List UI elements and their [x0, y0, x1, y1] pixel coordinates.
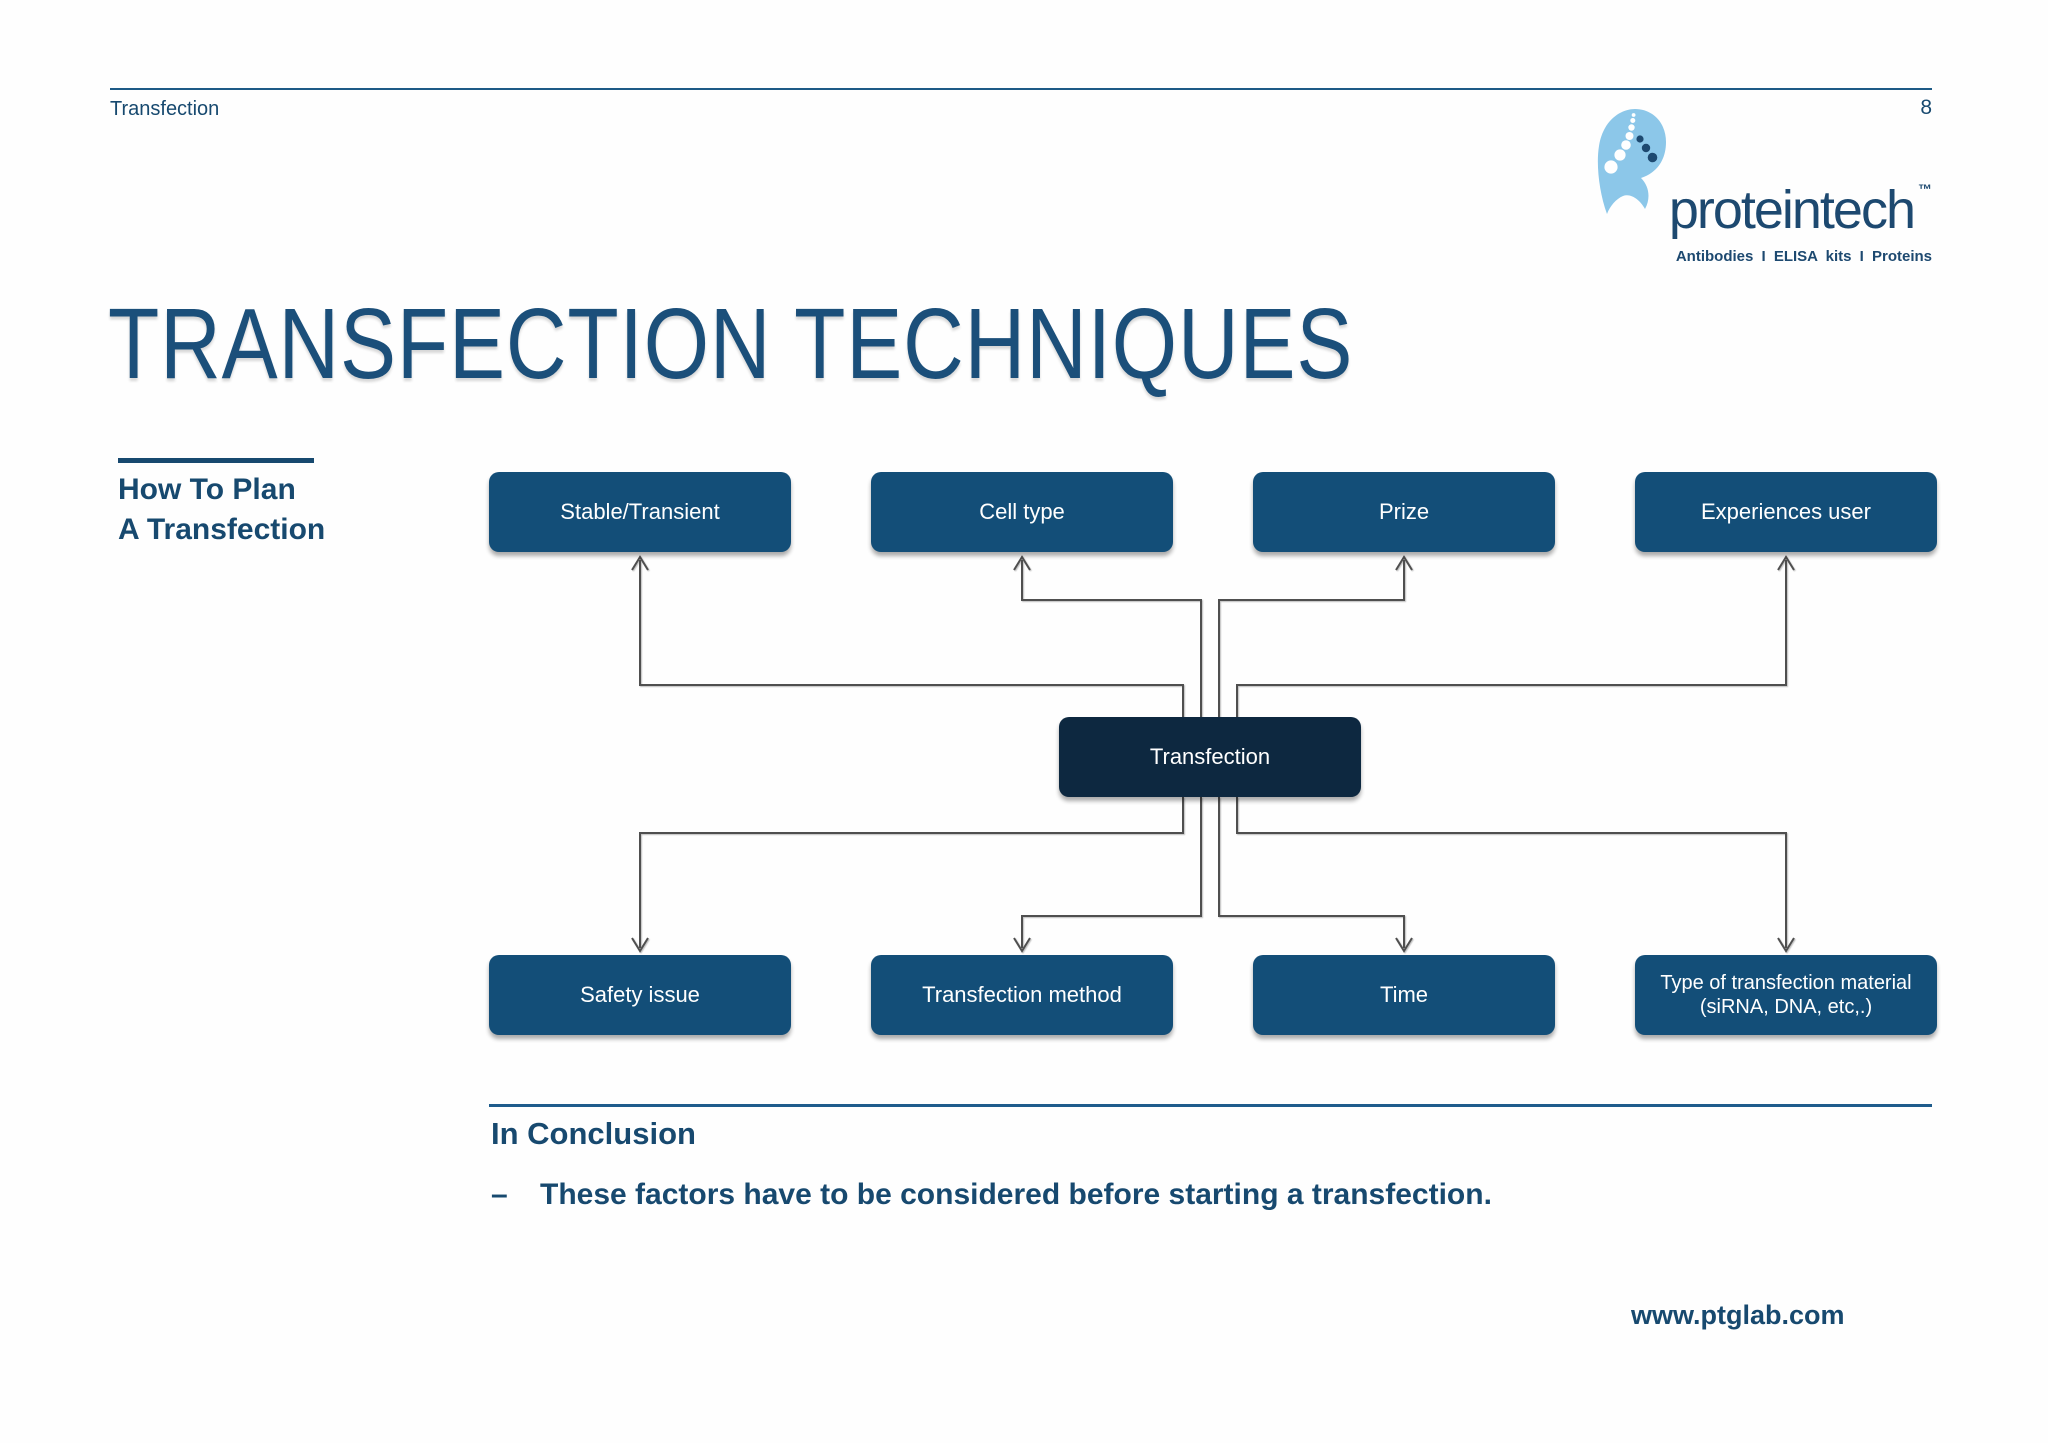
factor-label: Safety issue	[580, 982, 700, 1007]
header-rule	[110, 88, 1932, 90]
factor-label: Experiences user	[1701, 499, 1871, 524]
connector-center-to-stable-transient	[631, 555, 1184, 717]
connector-center-to-cell-type	[1013, 555, 1202, 717]
page-title: TRANSFECTION TECHNIQUES	[108, 288, 1354, 400]
bullet-text: These factors have to be considered befo…	[540, 1178, 1492, 1211]
conclusion-heading: In Conclusion	[491, 1116, 696, 1151]
center-box-transfection: Transfection	[1059, 717, 1361, 797]
connector-center-to-transfection-method	[1013, 797, 1202, 953]
factor-label: Transfection method	[922, 982, 1122, 1007]
factor-label: Stable/Transient	[560, 499, 720, 524]
factor-label: Time	[1379, 982, 1429, 1007]
footer-website: www.ptglab.com	[1631, 1300, 1845, 1330]
proteintech-logo-icon	[1597, 109, 1666, 214]
factor-box-time: Time	[1253, 955, 1555, 1035]
factor-box-stable-transient: Stable/Transient	[489, 472, 791, 552]
bullet-marker: –	[491, 1178, 508, 1211]
page-number: 8	[1920, 96, 1932, 119]
logo-trademark: ™	[1918, 181, 1932, 197]
factor-box-cell-type: Cell type	[871, 472, 1173, 552]
section-heading-line1: How To Plan	[118, 473, 296, 506]
factor-box-safety-issue: Safety issue	[489, 955, 791, 1035]
conclusion-bullet: – These factors have to be considered be…	[491, 1178, 1492, 1212]
connector-center-to-time	[1218, 797, 1413, 953]
logo-tagline: Antibodies I ELISA kits I Proteins	[1675, 248, 1932, 265]
logo-brand-text: proteintech	[1668, 180, 1916, 240]
factor-label: Cell type	[979, 499, 1065, 524]
section-heading: How To Plan A Transfection	[118, 470, 325, 550]
connector-center-to-safety-issue	[631, 797, 1184, 953]
connector-center-to-experiences-user	[1236, 555, 1795, 717]
connector-center-to-material-type	[1236, 797, 1795, 953]
factor-box-material-type: Type of transfection material (siRNA, DN…	[1635, 955, 1937, 1035]
conclusion-rule	[489, 1104, 1932, 1107]
center-label: Transfection	[1149, 744, 1271, 769]
factor-label: Type of transfection material (siRNA, DN…	[1660, 972, 1912, 1018]
connector-center-to-prize	[1218, 555, 1413, 717]
section-heading-rule	[118, 458, 314, 463]
section-heading-line2: A Transfection	[118, 513, 326, 546]
header-label: Transfection	[110, 98, 220, 120]
factor-box-transfection-method: Transfection method	[871, 955, 1173, 1035]
factor-box-experiences-user: Experiences user	[1635, 472, 1937, 552]
factor-label: Prize	[1378, 499, 1430, 524]
factor-box-prize: Prize	[1253, 472, 1555, 552]
